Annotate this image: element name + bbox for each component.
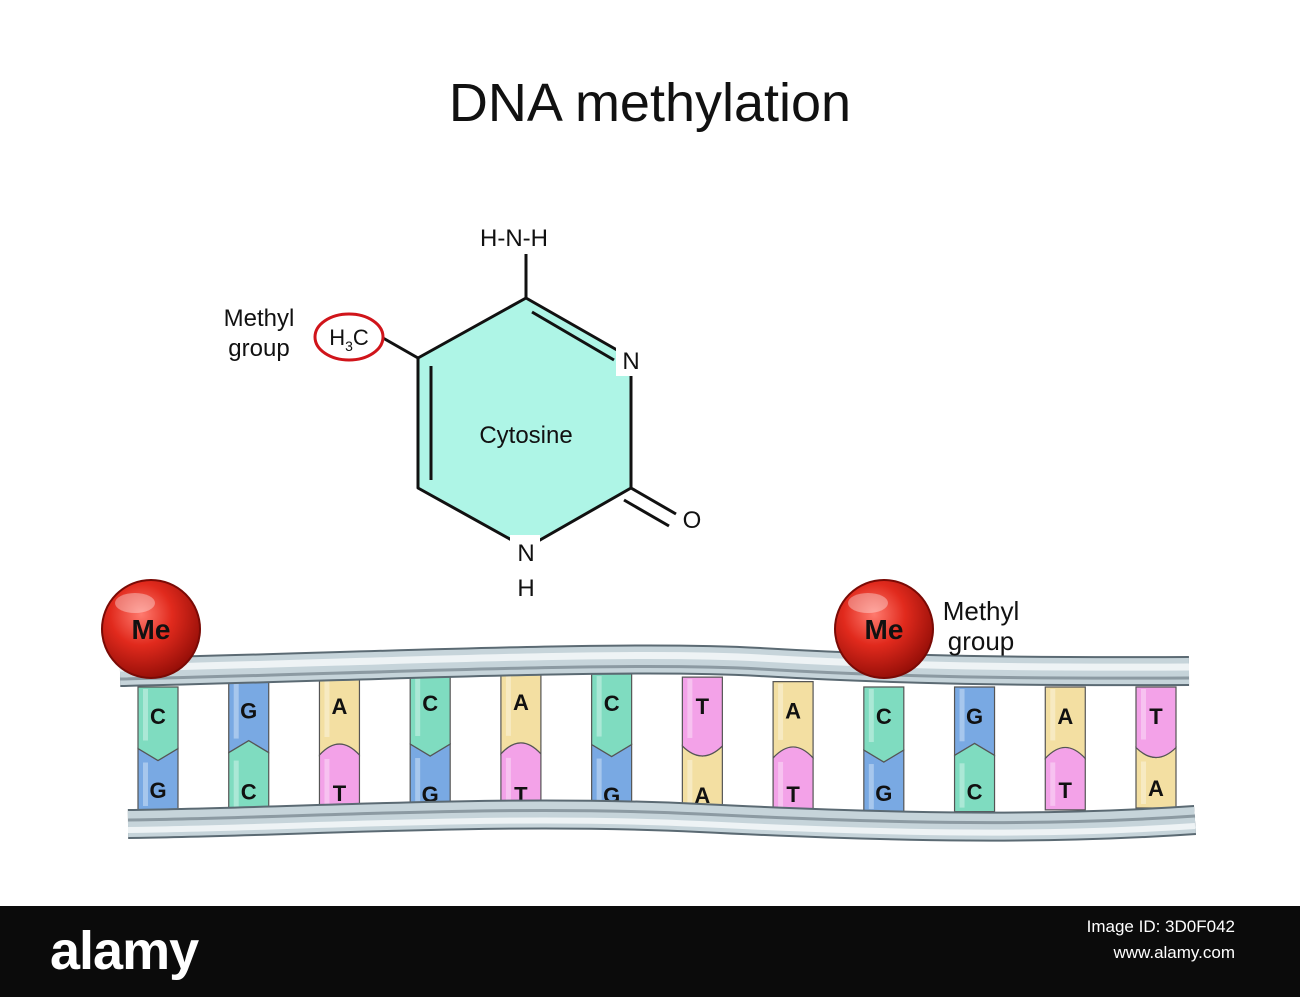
base-letter-bottom: T xyxy=(333,781,347,806)
oxygen-label: O xyxy=(683,507,702,534)
base-letter-top: A xyxy=(332,694,348,719)
image-info: Image ID: 3D0F042 www.alamy.com xyxy=(1087,914,1235,966)
base-letter-top: T xyxy=(696,694,710,719)
nucleotide-top-a xyxy=(318,676,361,757)
brand-logo: alamy xyxy=(50,921,199,981)
nucleotide-top-c xyxy=(863,686,905,763)
base-letter-bottom: T xyxy=(786,782,800,807)
ring-double-bond-top xyxy=(531,310,615,362)
nh-hydrogen-label: H xyxy=(517,575,534,602)
base-pair: AT xyxy=(318,676,361,814)
carbonyl-bond-1 xyxy=(630,486,677,516)
cytosine-molecule: H-N-H N Cytosine O N H H3C Methyl group xyxy=(224,225,702,602)
base-letter-bottom: A xyxy=(1148,776,1164,801)
base-pair: CG xyxy=(591,673,633,816)
methyl-marker-left-label: Me xyxy=(132,614,171,645)
ring-nitrogen-label: N xyxy=(622,348,639,375)
image-id: Image ID: 3D0F042 xyxy=(1086,917,1235,936)
base-letter-top: A xyxy=(785,699,801,724)
methyl-group-label-line2: group xyxy=(228,335,289,362)
page-title: DNA methylation xyxy=(448,73,852,133)
website-link[interactable]: www.alamy.com xyxy=(1113,943,1235,962)
dna-methyl-group-label-line2: group xyxy=(948,626,1015,656)
base-letter-bottom: G xyxy=(875,781,892,806)
base-pair: TA xyxy=(681,676,723,816)
base-letter-bottom: G xyxy=(149,778,166,803)
base-pair: AT xyxy=(772,681,814,815)
base-pair: GC xyxy=(953,686,996,813)
base-letter-bottom: A xyxy=(694,783,710,808)
base-letter-top: C xyxy=(422,691,438,716)
methyl-marker-right-label: Me xyxy=(865,614,904,645)
base-letter-top: G xyxy=(966,704,983,729)
methyl-bond xyxy=(382,336,419,360)
base-letter-bottom: C xyxy=(967,780,983,805)
base-letter-top: C xyxy=(150,704,166,729)
base-letter-top: A xyxy=(513,690,529,715)
base-letter-top: A xyxy=(1057,704,1073,729)
base-letter-top: G xyxy=(240,699,257,724)
amine-label: H-N-H xyxy=(480,225,548,252)
base-pair: TA xyxy=(1135,686,1177,809)
base-pair: CG xyxy=(863,686,905,814)
base-pair: AT xyxy=(1044,686,1086,811)
cytosine-label: Cytosine xyxy=(479,422,572,449)
methyl-marker-right: Me xyxy=(834,579,934,679)
nucleotide-top-t xyxy=(681,676,723,757)
base-letter-bottom: C xyxy=(241,780,257,805)
nucleotide-top-a xyxy=(772,681,814,760)
base-letter-bottom: T xyxy=(1059,778,1073,803)
base-pair: CG xyxy=(137,686,179,811)
base-letter-top: C xyxy=(604,691,620,716)
base-pair: GC xyxy=(228,681,270,813)
nucleotide-top-a xyxy=(500,672,542,756)
methyl-group-label-line1: Methyl xyxy=(224,305,295,332)
base-pair: AT xyxy=(500,672,542,816)
base-letter-top: T xyxy=(1149,704,1163,729)
footer-bar: alamy Image ID: 3D0F042 www.alamy.com xyxy=(0,906,1300,997)
dna-methyl-group-label-line1: Methyl xyxy=(943,596,1020,626)
methyl-highlight-ellipse xyxy=(313,312,385,362)
dna-methylation-diagram: H-N-H N Cytosine O N H H3C Methyl group … xyxy=(101,225,1197,842)
nucleotide-top-a xyxy=(1044,686,1086,760)
base-letter-bottom: G xyxy=(422,782,439,807)
base-letter-top: C xyxy=(876,704,892,729)
nucleotide-top-g xyxy=(953,686,996,757)
carbonyl-bond-2 xyxy=(623,498,670,528)
nh-nitrogen-label: N xyxy=(517,540,534,567)
nucleotide-top-c xyxy=(137,686,179,762)
base-pair: CG xyxy=(409,673,451,815)
nucleotide-top-t xyxy=(1135,686,1177,759)
methyl-marker-left: Me xyxy=(101,579,201,679)
methyl-formula: H3C xyxy=(329,325,369,354)
